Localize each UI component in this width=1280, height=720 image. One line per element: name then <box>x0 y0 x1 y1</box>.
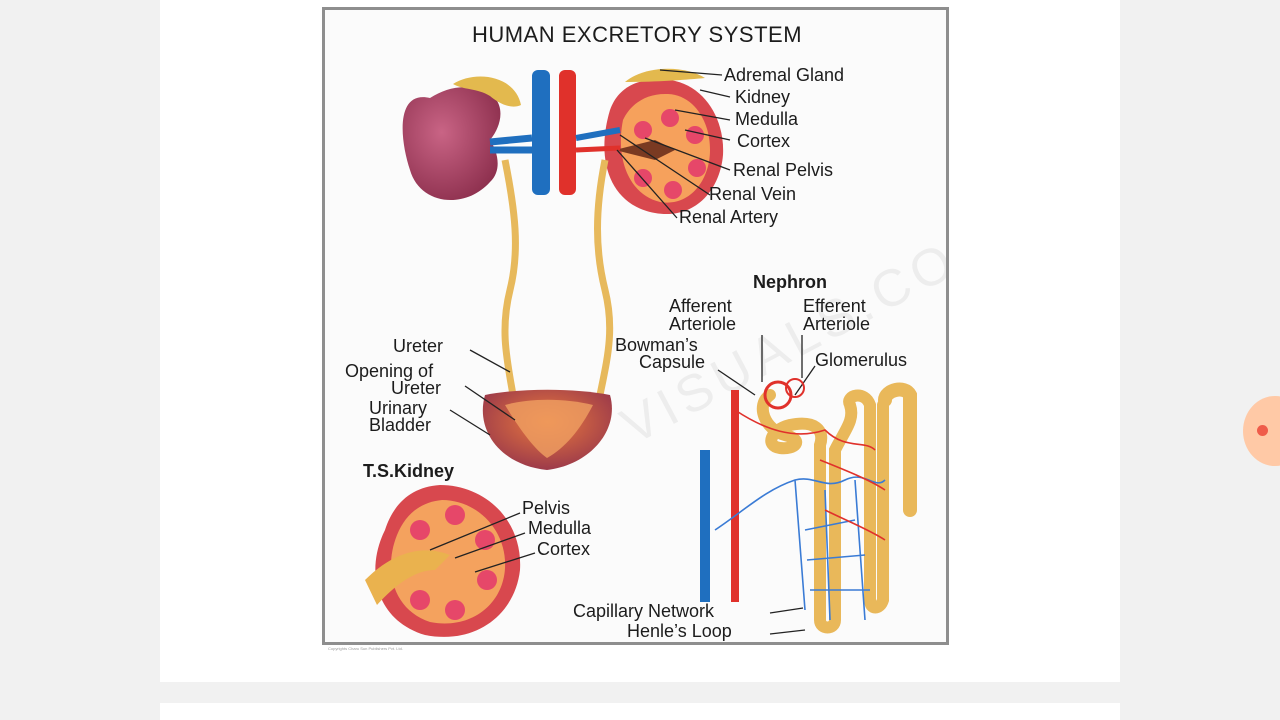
vena-cava <box>532 70 550 195</box>
label-renal-pelvis: Renal Pelvis <box>733 160 833 180</box>
label-cortex: Cortex <box>737 131 790 151</box>
label-bowmans-2: Capsule <box>639 352 705 372</box>
left-ureter <box>501 159 519 396</box>
ts-kidney-heading: T.S.Kidney <box>363 461 454 481</box>
label-capillary-network: Capillary Network <box>573 601 715 621</box>
label-efferent-1: Efferent <box>803 296 866 316</box>
label-opening-of-ureter-1: Opening of <box>345 361 434 381</box>
label-ureter: Ureter <box>393 336 443 356</box>
next-page-card <box>160 703 1120 720</box>
poster-title: HUMAN EXCRETORY SYSTEM <box>472 22 802 47</box>
label-adrenal-gland: Adremal Gland <box>724 65 844 85</box>
label-urinary-bladder-1: Urinary <box>369 398 427 418</box>
label-kidney: Kidney <box>735 87 790 107</box>
excretory-system-poster: HUMAN EXCRETORY SYSTEM VISUALS.COM Adre <box>322 7 949 645</box>
urinary-bladder <box>482 389 612 470</box>
watermark: VISUALS.COM <box>612 207 946 456</box>
left-renal-vein <box>489 134 533 154</box>
label-medulla: Medulla <box>735 109 799 129</box>
label-bowmans-1: Bowman’s <box>615 335 698 355</box>
right-ureter <box>594 159 614 396</box>
label-renal-artery: Renal Artery <box>679 207 778 227</box>
copyright-note: Copyrights Charu Sun Publishers Pvt. Ltd… <box>328 646 403 651</box>
label-urinary-bladder-2: Bladder <box>369 415 431 435</box>
nephron-heading: Nephron <box>753 272 827 292</box>
label-renal-vein: Renal Vein <box>709 184 796 204</box>
record-dot-icon <box>1257 425 1268 436</box>
right-renal-vein <box>575 127 621 141</box>
nephron-illustration <box>700 378 917 634</box>
label-opening-of-ureter-2: Ureter <box>391 378 441 398</box>
poster-illustration: HUMAN EXCRETORY SYSTEM VISUALS.COM Adre <box>345 22 946 641</box>
ts-label-pelvis: Pelvis <box>522 498 570 518</box>
ts-kidney-section <box>365 485 521 637</box>
left-kidney <box>402 76 521 201</box>
right-renal-artery <box>575 145 621 153</box>
label-afferent-1: Afferent <box>669 296 732 316</box>
ts-label-cortex: Cortex <box>537 539 590 559</box>
label-afferent-2: Arteriole <box>669 314 736 334</box>
ts-label-medulla: Medulla <box>528 518 592 538</box>
label-glomerulus: Glomerulus <box>815 350 907 370</box>
label-henles-loop: Henle’s Loop <box>627 621 732 641</box>
floating-action-button[interactable] <box>1243 396 1280 466</box>
aorta <box>559 70 576 195</box>
label-efferent-2: Arteriole <box>803 314 870 334</box>
